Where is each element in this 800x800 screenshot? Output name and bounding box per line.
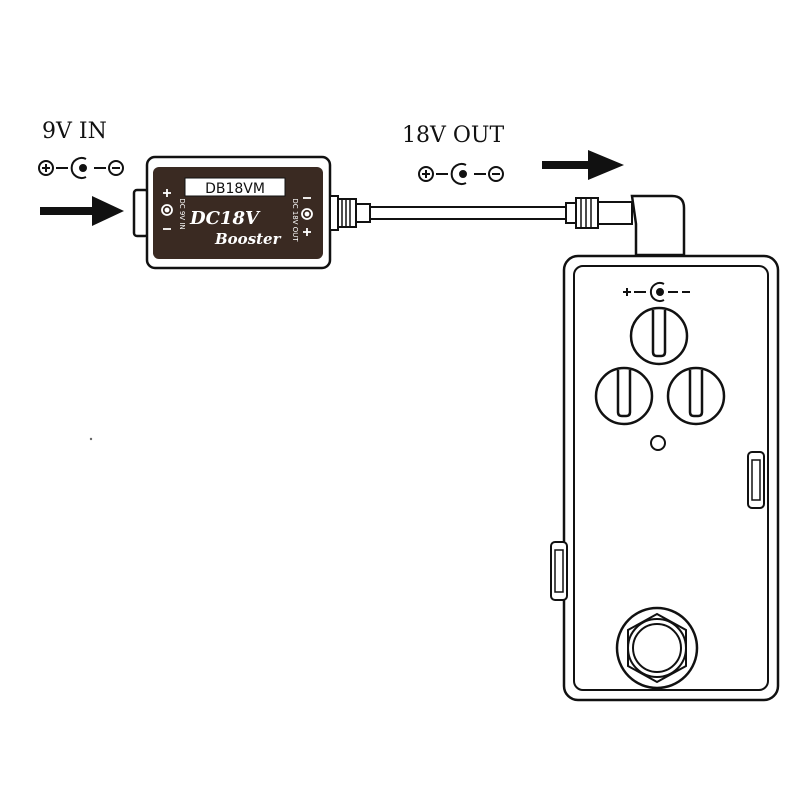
dc-jack-in-icon	[161, 189, 173, 230]
output-voltage-label: 18V OUT	[402, 123, 504, 148]
stray-dot	[89, 437, 93, 441]
dc-jack-out-icon	[301, 197, 313, 236]
output-arrow-icon	[542, 150, 624, 180]
status-led	[650, 435, 666, 451]
output-cable	[329, 194, 686, 257]
knob-top	[629, 306, 689, 366]
booster-title-line2: Booster	[214, 230, 282, 248]
booster-title-line1: DC18V	[189, 208, 261, 229]
effects-pedal	[550, 254, 780, 702]
booster-model-label: DB18VM	[205, 181, 265, 197]
input-polarity-symbol	[38, 157, 124, 179]
dc-booster-module: DB18VM DC 9V IN DC 18V OUT DC18V Booster	[132, 155, 332, 270]
input-arrow-icon	[40, 196, 124, 226]
knob-left	[594, 366, 654, 426]
output-polarity-symbol	[418, 163, 504, 185]
in-port-label: DC 9V IN	[178, 198, 186, 229]
knob-right	[666, 366, 726, 426]
pedal-dc-jack-symbol	[623, 282, 690, 302]
footswitch	[615, 606, 699, 690]
out-port-label: DC 18V OUT	[291, 198, 299, 242]
input-voltage-label: 9V IN	[42, 119, 107, 144]
